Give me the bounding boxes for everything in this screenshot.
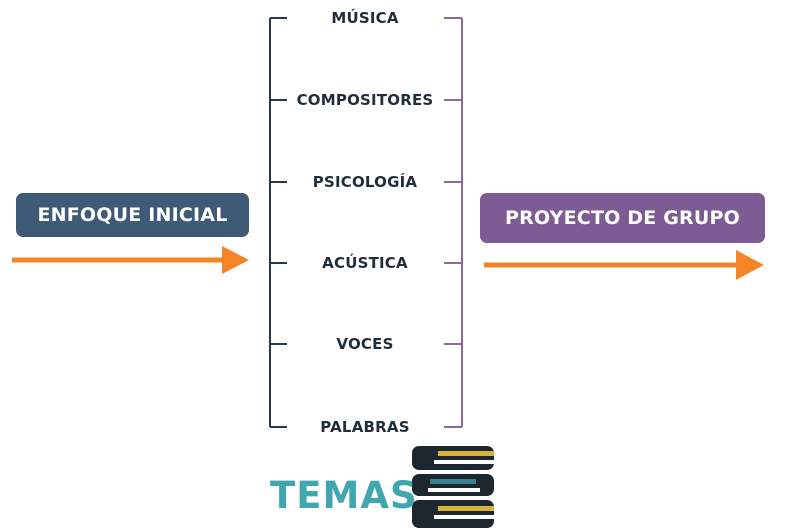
topic-voces: VOCES [336, 335, 394, 353]
topic-palabras: PALABRAS [320, 418, 410, 436]
brand-wordmark: TEMAS [270, 474, 418, 517]
goal-box: PROYECTO DE GRUPO [480, 193, 765, 243]
topic-musica: MÚSICA [331, 9, 399, 27]
start-box: ENFOQUE INICIAL [16, 193, 249, 237]
topic-psicologia: PSICOLOGÍA [312, 173, 418, 191]
start-arrow [12, 246, 249, 274]
start-label: ENFOQUE INICIAL [37, 204, 228, 226]
topic-acustica: ACÚSTICA [322, 254, 408, 272]
book-stack-icon [412, 446, 494, 528]
left-bracket [269, 17, 287, 428]
topic-compositores: COMPOSITORES [296, 91, 434, 109]
right-bracket [444, 17, 463, 428]
goal-arrow [484, 250, 764, 280]
goal-label: PROYECTO DE GRUPO [505, 207, 740, 229]
